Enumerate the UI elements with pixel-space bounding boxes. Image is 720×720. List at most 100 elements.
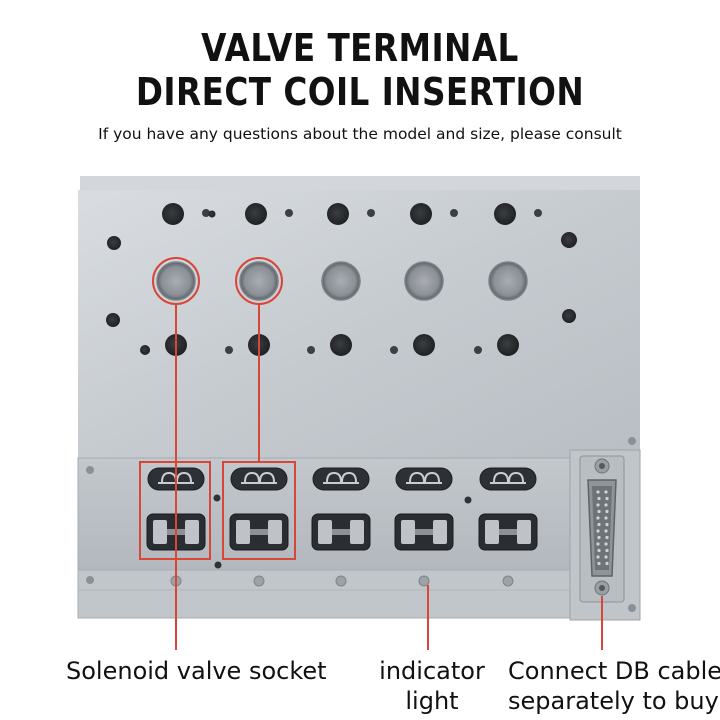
- pin-hole: [307, 346, 315, 354]
- manifold-plate: [78, 190, 640, 460]
- mount-hole: [106, 313, 120, 327]
- db-pin: [597, 535, 601, 540]
- db-pin: [597, 522, 601, 527]
- port-hole-bottom: [330, 334, 352, 356]
- port-hole-top: [410, 203, 432, 225]
- callout-indicator-line1: indicator: [379, 657, 485, 685]
- socket-terminal: [185, 520, 199, 544]
- pin-hole: [202, 209, 210, 217]
- db-pin: [596, 555, 600, 559]
- indicator-led: [253, 575, 265, 587]
- db-pin: [597, 561, 601, 566]
- port-hole-bottom: [497, 334, 519, 356]
- small-hole: [464, 496, 472, 504]
- indicator-led: [418, 575, 430, 587]
- corner-screw: [86, 466, 94, 474]
- mount-hole: [107, 236, 121, 250]
- socket-bridge: [250, 529, 268, 535]
- mount-hole: [208, 210, 216, 218]
- port-hole-top: [494, 203, 516, 225]
- socket-terminal: [517, 520, 531, 544]
- socket-terminal: [485, 520, 499, 544]
- highlight-circle-port-2: [235, 257, 283, 305]
- mount-hole: [140, 345, 150, 355]
- socket-terminal: [401, 520, 415, 544]
- db-pin: [596, 529, 600, 533]
- pin-hole: [225, 346, 233, 354]
- small-hole: [214, 561, 222, 569]
- title-line-2: DIRECT COIL INSERTION: [135, 70, 585, 114]
- db-pin: [596, 516, 600, 520]
- mount-hole: [561, 232, 577, 248]
- mount-hole: [562, 309, 576, 323]
- db-pin: [605, 548, 609, 553]
- highlight-annotations: [139, 257, 603, 650]
- bottom-rail: [77, 569, 579, 619]
- socket-contact: [244, 471, 275, 483]
- socket-terminal: [318, 520, 332, 544]
- coil-port: [488, 261, 528, 301]
- db-pin: [596, 542, 600, 546]
- db-pin: [605, 509, 609, 514]
- corner-screw: [628, 604, 636, 612]
- db-pin: [597, 548, 601, 553]
- manifold-holes: [106, 203, 577, 356]
- callout-indicator-light: indicator light: [374, 656, 490, 716]
- socket-terminal: [433, 520, 447, 544]
- socket-terminal: [153, 520, 167, 544]
- db-connector-face: [592, 486, 612, 570]
- socket-row: [146, 467, 538, 569]
- small-hole: [213, 494, 221, 502]
- coil-port: [404, 261, 444, 301]
- db-pin: [597, 496, 601, 501]
- socket-bridge: [332, 529, 350, 535]
- callout-solenoid-socket: Solenoid valve socket: [66, 657, 327, 685]
- pin-hole: [390, 346, 398, 354]
- pin-hole: [450, 209, 458, 217]
- db-pin: [605, 522, 609, 527]
- db-pin: [605, 496, 609, 501]
- db-screw-top-inner: [599, 463, 605, 469]
- db-pin: [604, 555, 608, 559]
- subtitle: If you have any questions about the mode…: [98, 125, 622, 143]
- pin-hole: [285, 209, 293, 217]
- db-screw-bottom-inner: [599, 585, 605, 591]
- port-hole-bottom: [413, 334, 435, 356]
- callout-indicator-line2: light: [405, 687, 459, 715]
- callout-db-line2: separately to buy: [508, 687, 719, 715]
- socket-terminal: [236, 520, 250, 544]
- db-pin: [604, 529, 608, 533]
- db-pin: [604, 542, 608, 546]
- port-hole-top: [245, 203, 267, 225]
- callout-db-line1: Connect DB cable: [508, 657, 720, 685]
- db-pin: [596, 503, 600, 507]
- callout-db-cable: Connect DB cable separately to buy: [508, 656, 720, 716]
- coil-port: [321, 261, 361, 301]
- pin-hole: [367, 209, 375, 217]
- pin-hole: [474, 346, 482, 354]
- db-pin: [597, 509, 601, 514]
- port-hole-top: [327, 203, 349, 225]
- highlight-circle-port-1: [152, 257, 200, 305]
- title-line-1: VALVE TERMINAL: [201, 26, 519, 70]
- db-pin: [596, 490, 600, 494]
- pin-hole: [534, 209, 542, 217]
- socket-bridge: [415, 529, 433, 535]
- db-pin: [605, 535, 609, 540]
- socket-contact: [326, 471, 357, 483]
- indicator-led: [335, 575, 347, 587]
- db-pin: [604, 490, 608, 494]
- socket-terminal: [350, 520, 364, 544]
- db-pin: [604, 516, 608, 520]
- coil-port: [239, 261, 279, 301]
- socket-bridge: [499, 529, 517, 535]
- socket-contact: [409, 471, 440, 483]
- coil-port: [156, 261, 196, 301]
- corner-screw: [628, 437, 636, 445]
- plate-top-edge: [80, 176, 640, 190]
- port-hole-top: [162, 203, 184, 225]
- socket-contact: [493, 471, 524, 483]
- socket-terminal: [268, 520, 282, 544]
- db-pins: [596, 490, 609, 566]
